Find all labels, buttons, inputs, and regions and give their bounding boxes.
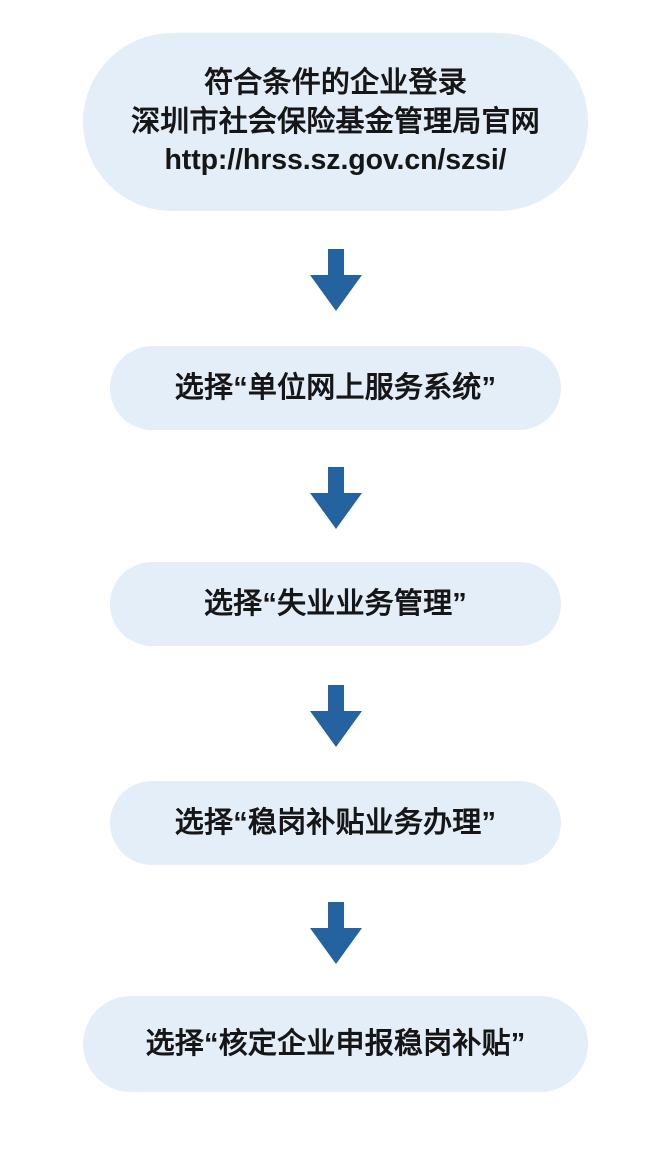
flow-node-step-1-label: 选择“单位网上服务系统” <box>174 371 497 404</box>
arrow-down-icon-3 <box>309 685 362 747</box>
flow-node-step-3: 选择“稳岗补贴业务办理” <box>110 781 561 865</box>
flow-node-step-2-label: 选择“失业业务管理” <box>203 587 467 620</box>
flow-node-entry-url: http://hrss.sz.gov.cn/szsi/ <box>164 143 507 176</box>
arrow-down-icon-2 <box>309 467 362 529</box>
flow-node-final: 选择“核定企业申报稳岗补贴” <box>83 996 588 1092</box>
arrow-down-icon-1 <box>309 249 362 311</box>
flow-node-entry-line-2: 深圳市社会保险基金管理局官网 <box>131 106 540 139</box>
flow-node-entry-line-1: 符合条件的企业登录 <box>204 67 467 100</box>
arrow-down-icon-4 <box>309 902 362 964</box>
flow-node-final-label: 选择“核定企业申报稳岗补贴” <box>145 1027 526 1060</box>
flow-node-step-2: 选择“失业业务管理” <box>110 562 561 646</box>
flow-node-entry: 符合条件的企业登录 深圳市社会保险基金管理局官网 http://hrss.sz.… <box>83 33 588 211</box>
flow-node-step-3-label: 选择“稳岗补贴业务办理” <box>174 806 497 839</box>
flow-node-step-1: 选择“单位网上服务系统” <box>110 346 561 430</box>
